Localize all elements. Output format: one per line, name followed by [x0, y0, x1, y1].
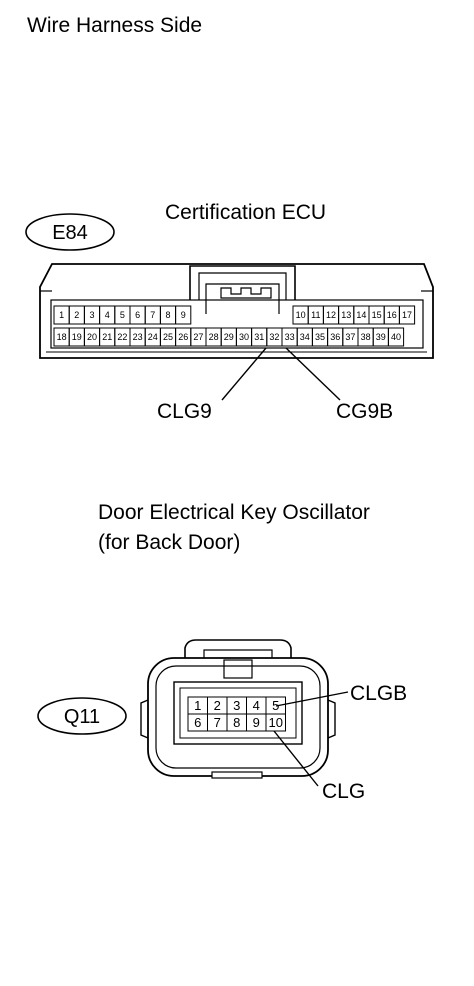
q11-code-label: Q11 [64, 706, 100, 728]
q11-latch-tab [223, 659, 253, 679]
pin-number: 38 [361, 332, 371, 342]
pin-number: 1 [59, 310, 64, 320]
pin-number: 12 [326, 310, 336, 320]
q11-lug-left [140, 699, 149, 739]
pin-number: 31 [254, 332, 264, 342]
e84-latch-tab [205, 283, 280, 314]
pin-number: 8 [233, 715, 240, 730]
pin-number: 36 [330, 332, 340, 342]
pin-number: 13 [341, 310, 351, 320]
pin-number: 25 [163, 332, 173, 342]
pin-number: 16 [387, 310, 397, 320]
page-heading: Wire Harness Side [27, 14, 203, 37]
pin-number: 37 [345, 332, 355, 342]
pin-number: 18 [57, 332, 67, 342]
pin-number: 4 [253, 698, 260, 713]
pin-number: 34 [300, 332, 310, 342]
e84-code-ellipse [25, 213, 115, 251]
q11-title-line2: (for Back Door) [98, 531, 241, 554]
e84-latch-inner [198, 272, 287, 300]
e84-pin-field [50, 299, 424, 349]
pin-number: 6 [135, 310, 140, 320]
q11-callout-clg: CLG [322, 780, 365, 803]
pin-cell [387, 327, 405, 347]
pin-number: 23 [133, 332, 143, 342]
pin-cell [265, 713, 286, 732]
q11-body-inner [155, 665, 321, 769]
e84-code-label: E84 [52, 222, 88, 244]
pin-number: 7 [150, 310, 155, 320]
pin-number: 22 [117, 332, 127, 342]
e84-callout-line-cg9b [285, 347, 341, 401]
pin-number: 2 [74, 310, 79, 320]
q11-pin-cavity-inner [179, 687, 297, 739]
e84-housing [39, 263, 434, 359]
q11-callout-clgb: CLGB [350, 682, 407, 705]
pin-number: 17 [402, 310, 412, 320]
pin-number: 10 [269, 715, 283, 730]
q11-pin-cavity [173, 681, 303, 745]
pin-number: 2 [214, 698, 221, 713]
pin-number: 7 [214, 715, 221, 730]
e84-callout-cg9b: CG9B [336, 400, 393, 423]
e84-callout-clg9: CLG9 [157, 400, 212, 423]
pin-number: 33 [285, 332, 295, 342]
pin-number: 9 [181, 310, 186, 320]
e84-title: Certification ECU [165, 201, 327, 224]
pin-number: 27 [193, 332, 203, 342]
pin-cell [175, 305, 192, 325]
q11-latch-inner [203, 649, 273, 658]
pin-number: 28 [209, 332, 219, 342]
pin-number: 3 [233, 698, 240, 713]
pin-number: 5 [120, 310, 125, 320]
pin-number: 40 [391, 332, 401, 342]
e84-latch-outer [189, 265, 296, 300]
pin-number: 14 [356, 310, 366, 320]
pin-number: 8 [165, 310, 170, 320]
pin-number: 3 [89, 310, 94, 320]
pin-number: 35 [315, 332, 325, 342]
pin-number: 29 [224, 332, 234, 342]
pin-number: 10 [296, 310, 306, 320]
q11-title-line1: Door Electrical Key Oscillator [98, 501, 370, 524]
q11-latch-outer [184, 639, 292, 658]
pin-number: 6 [194, 715, 201, 730]
q11-callout-line-clg [273, 730, 319, 787]
pin-number: 15 [372, 310, 382, 320]
e84-latch-teeth [220, 287, 272, 299]
pin-number: 11 [311, 310, 320, 320]
e84-callout-line-clg9 [221, 347, 267, 401]
pin-number: 4 [105, 310, 110, 320]
q11-code-ellipse [37, 697, 127, 735]
pin-number: 30 [239, 332, 249, 342]
pin-number: 24 [148, 332, 158, 342]
pin-number: 20 [87, 332, 97, 342]
pin-cell [398, 305, 416, 325]
pin-number: 1 [194, 698, 201, 713]
pin-number: 39 [376, 332, 386, 342]
pin-number: 32 [269, 332, 279, 342]
pin-number: 9 [253, 715, 260, 730]
pin-number: 26 [178, 332, 188, 342]
q11-lug-right [327, 699, 336, 739]
q11-callout-line-clgb [275, 691, 349, 707]
pin-number: 21 [102, 332, 112, 342]
q11-bottom-rail [211, 771, 263, 779]
pin-number: 19 [72, 332, 82, 342]
pin-number: 5 [272, 698, 279, 713]
